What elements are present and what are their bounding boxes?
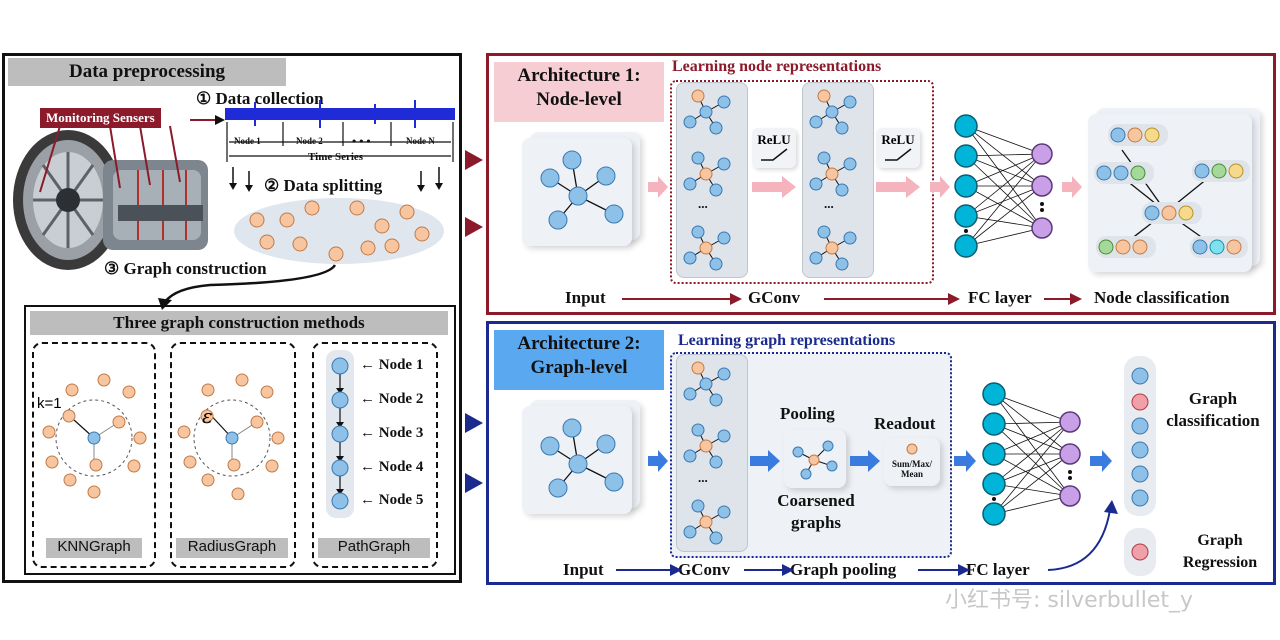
relu-curve-icon (761, 148, 788, 161)
arch2-arrow-out (1090, 450, 1112, 472)
arch2-fc-layer (982, 382, 1081, 526)
knn-graph-illustration (42, 373, 147, 499)
data-splitting-label: ② Data splitting (264, 176, 383, 195)
arch1-ellipsis-1: ... (698, 196, 708, 211)
radius-epsilon: ε (202, 404, 213, 428)
arch2-input-graph (540, 418, 624, 498)
engine-icon (13, 130, 208, 270)
ellipsis-segment: • • • (352, 134, 371, 148)
arch1-node-classification-label: Node classification (1094, 288, 1230, 307)
arch1-gconv-label: GConv (748, 288, 800, 307)
arch1-title: Architecture 1:Node-level (494, 62, 664, 122)
methods-box (24, 305, 456, 575)
architecture-2-panel (486, 321, 1276, 585)
panel-connector-arrows (465, 150, 483, 493)
data-collection-label: ① Data collection (196, 89, 324, 108)
arch2-title: Architecture 2:Graph-level (494, 330, 664, 390)
knn-k-label: k=1 (37, 395, 62, 412)
knn-graph-box (32, 342, 156, 568)
graph-regression-node (1131, 543, 1149, 561)
methods-title: Three graph construction methods (30, 311, 448, 335)
path-graph-box (312, 342, 438, 568)
node-classification-graph (1094, 124, 1250, 258)
arch1-ellipsis-2: ... (824, 196, 834, 211)
radius-graph-box (170, 342, 296, 568)
arch1-subtitle: Learning node representations (672, 58, 882, 75)
graph-classification-nodes (1131, 367, 1149, 507)
path-node-5: ← Node 5 (360, 492, 424, 508)
graph-construction-label: ③ Graph construction (104, 259, 267, 278)
path-node-2: ← Node 2 (360, 391, 424, 407)
arch1-arrow-input (648, 176, 668, 198)
path-graph-chain (326, 350, 354, 518)
arch1-input-label: Input (565, 288, 606, 307)
arch1-fc-label: FC layer (968, 288, 1032, 307)
relu-curve-icon (885, 148, 912, 161)
arch1-arrow-class (1062, 176, 1082, 198)
arch2-bottom-arrows (616, 500, 1118, 576)
arch2-arrow-pool (750, 450, 780, 472)
arch2-subtitle: Learning graph representations (678, 332, 896, 349)
pooling-label: Pooling (780, 404, 835, 423)
arch2-gconv-label: GConv (678, 560, 730, 579)
arch2-arrow-readout (850, 450, 880, 472)
split-nodes-cloud (234, 198, 444, 264)
arch1-arrow-fc (930, 176, 950, 198)
arch1-fc-layer (954, 114, 1053, 258)
path-node-4: ← Node 4 (360, 459, 424, 475)
arch1-bottom-arrows (622, 293, 1082, 305)
radius-graph-illustration (177, 373, 285, 500)
monitoring-sensors-tag: Monitoring Sensers (40, 108, 161, 128)
node-n-segment: Node N (406, 136, 435, 146)
coarsened-graph (792, 440, 838, 480)
arch1-arrow-relu2 (876, 176, 920, 198)
arch1-gconv-graphs-1 (683, 89, 731, 271)
node-1-segment: Node 1 (234, 136, 261, 146)
node-2-segment: Node 2 (296, 136, 323, 146)
relu-block-1: ReLU (752, 128, 796, 168)
readout-node (906, 443, 918, 455)
graph-classification-label: Graph classification (1166, 389, 1260, 430)
path-graph-label: PathGraph (318, 538, 430, 558)
arch2-fc-label: FC layer (966, 560, 1030, 579)
coarsened-graphs-label: Coarsened graphs (777, 491, 855, 532)
sensor-lines (39, 115, 225, 193)
readout-label: Readout (874, 414, 936, 433)
time-series-signal (225, 100, 455, 162)
arch2-gconv-graphs (683, 361, 731, 545)
split-arrows (229, 167, 443, 192)
arch2-graph-pooling-label: Graph pooling (790, 560, 897, 579)
readout-agg-label: Sum/Max/ Mean (891, 459, 932, 479)
data-preprocessing-panel (2, 53, 462, 583)
radius-graph-label: RadiusGraph (176, 538, 288, 558)
arch2-input-label: Input (563, 560, 604, 579)
arch1-input-graph (540, 150, 624, 230)
arch2-ellipsis: ... (698, 470, 708, 485)
arch2-arrow-input (648, 450, 668, 472)
construction-arrow (158, 264, 337, 310)
graph-regression-label: Graph Regression (1182, 532, 1258, 571)
architecture-1-panel (486, 53, 1276, 315)
relu-block-2: ReLU (876, 128, 920, 168)
time-series-label: Time Series (308, 151, 364, 163)
knn-graph-label: KNNGraph (46, 538, 142, 558)
arch1-arrow-relu1 (752, 176, 796, 198)
data-preprocessing-title: Data preprocessing (8, 58, 286, 86)
arch2-arrow-fc (954, 450, 976, 472)
watermark-text: 小红书号: silverbullet_y (945, 588, 1194, 613)
path-node-1: ← Node 1 (360, 357, 424, 373)
path-node-3: ← Node 3 (360, 425, 424, 441)
arch1-gconv-graphs-2 (809, 89, 857, 271)
